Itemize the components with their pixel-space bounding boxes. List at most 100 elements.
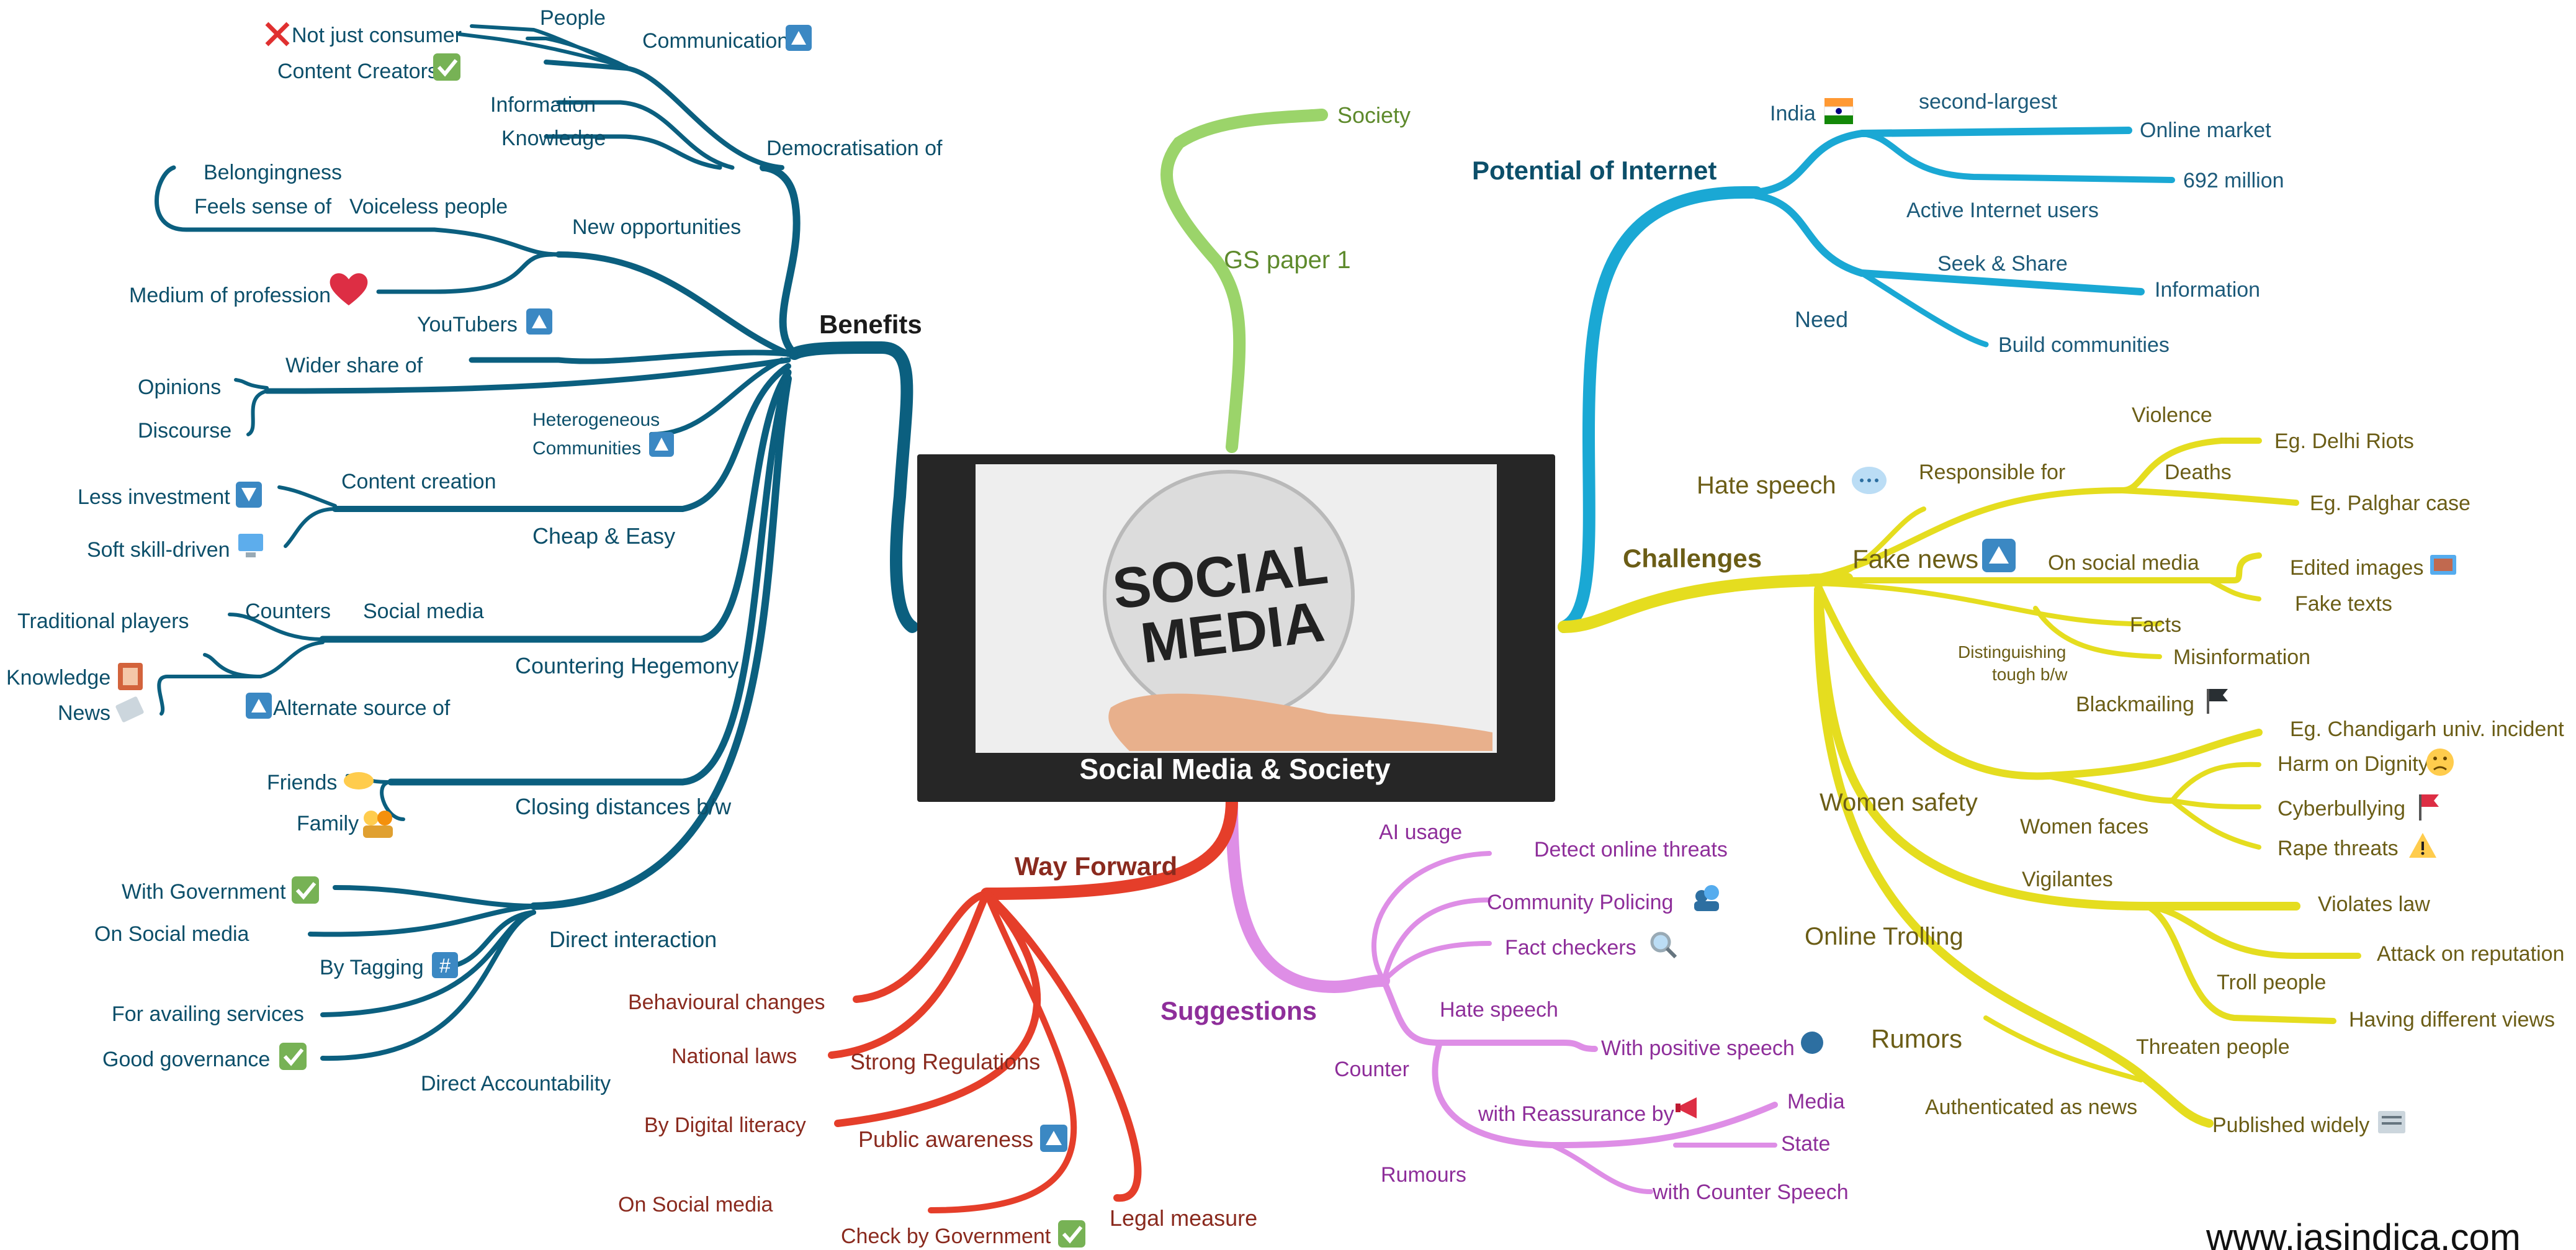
benefits-labels: Benefits Democratisation of People Not j… — [6, 6, 943, 1095]
picture-icon — [2430, 555, 2456, 575]
suggestions-labels: Suggestions AI usage Detect online threa… — [1160, 821, 1849, 1204]
palghar-label: Eg. Palghar case — [2310, 492, 2471, 515]
branch-lines — [155, 24, 2361, 1213]
countering-hegemony-label: Countering Hegemony — [515, 653, 738, 678]
up-arrow-icon — [246, 693, 272, 719]
rumors-label: Rumors — [1871, 1024, 1962, 1053]
blackmailing-label: Blackmailing — [2076, 693, 2194, 716]
public-awareness-label: Public awareness — [858, 1126, 1033, 1152]
information-label: Information — [490, 93, 596, 117]
up-arrow-icon — [786, 25, 812, 51]
check-government-label: Check by Government — [841, 1225, 1051, 1248]
fact-checkers-label: Fact checkers — [1505, 936, 1636, 960]
social-media-label: Social media — [363, 600, 484, 623]
check-icon — [292, 876, 319, 904]
content-creation-label: Content creation — [341, 470, 496, 493]
voiceless-label: Voiceless people — [349, 195, 508, 218]
communication-label: Communication — [642, 29, 789, 53]
suggestions-title: Suggestions — [1160, 996, 1317, 1025]
up-arrow-icon — [526, 308, 552, 335]
vigilantes-label: Vigilantes — [2022, 868, 2113, 891]
gs-labels: GS paper 1 Society — [1224, 102, 1411, 274]
rape-threats-label: Rape threats — [2278, 837, 2399, 860]
india-label: India — [1770, 102, 1816, 125]
democratisation-label: Democratisation of — [766, 137, 943, 160]
society-label: Society — [1337, 102, 1411, 128]
legal-measure-label: Legal measure — [1110, 1205, 1257, 1231]
on-social-media-label: On Social media — [94, 922, 249, 946]
computer-icon — [238, 534, 263, 557]
active-users-label: Active Internet users — [1906, 199, 2099, 222]
authenticated-label: Authenticated as news — [1925, 1095, 2137, 1119]
globe-graphic — [1105, 472, 1353, 720]
community-policing-label: Community Policing — [1487, 891, 1673, 914]
speech-bubble-icon — [1852, 467, 1887, 494]
on-social-media-label-ch: On social media — [2048, 551, 2199, 575]
soft-skill-label: Soft skill-driven — [87, 538, 230, 562]
challenges-icons — [1852, 467, 2456, 1133]
availing-services-label: For availing services — [112, 1002, 304, 1026]
medium-profession-label: Medium of profession — [129, 284, 331, 307]
india-flag-icon — [1824, 98, 1854, 124]
challenges-branch-lines — [1558, 438, 2361, 1128]
wider-share-label: Wider share of — [285, 354, 423, 377]
up-arrow-icon — [649, 432, 674, 457]
hash-icon: # — [432, 952, 458, 978]
svg-text:#: # — [439, 955, 451, 977]
on-social-media-label-wf: On Social media — [618, 1193, 773, 1216]
up-arrow-icon — [1040, 1125, 1067, 1152]
internet-branch-lines — [1558, 127, 2175, 633]
way-forward-branch-lines — [828, 794, 1238, 1213]
gs-paper-label: GS paper 1 — [1224, 246, 1351, 274]
family-label: Family — [297, 812, 359, 835]
threaten-people-label: Threaten people — [2136, 1035, 2290, 1059]
content-creators-label: Content Creators — [277, 60, 438, 83]
media-label: Media — [1787, 1090, 1845, 1113]
discourse-label: Discourse — [138, 419, 231, 443]
women-faces-label: Women faces — [2020, 815, 2148, 839]
counters-label: Counters — [245, 600, 331, 623]
youtubers-label: YouTubers — [417, 313, 518, 336]
center-title: Social Media & Society — [1079, 753, 1390, 785]
different-views-label: Having different views — [2349, 1008, 2555, 1032]
hate-speech-label-s: Hate speech — [1440, 998, 1558, 1022]
magnifier-icon — [1650, 932, 1677, 959]
hate-speech-label: Hate speech — [1697, 472, 1836, 499]
news-label: News — [58, 701, 110, 725]
watermark: www.iasindica.com — [2206, 1216, 2521, 1250]
megaphone-icon — [1676, 1097, 1697, 1118]
sad-face-icon — [2426, 749, 2454, 776]
center-node: SOCIAL MEDIA Social Media & Society — [917, 454, 1555, 802]
edited-images-label: Edited images — [2290, 556, 2423, 580]
belongingness-label: Belongingness — [204, 161, 342, 184]
benefits-icons: # — [115, 22, 812, 1070]
strong-regulations-label: Strong Regulations — [850, 1049, 1040, 1074]
suggestions-icons — [1650, 885, 1823, 1118]
speaking-head-icon — [1801, 1032, 1823, 1054]
heterogeneous-label: Heterogeneous — [532, 410, 660, 430]
harm-dignity-label: Harm on Dignity — [2278, 752, 2429, 776]
up-arrow-icon — [1982, 539, 2016, 572]
benefits-title: Benefits — [819, 310, 922, 339]
feels-sense-label: Feels sense of — [194, 195, 332, 218]
chandigarh-label: Eg. Chandigarh univ. incident — [2290, 717, 2564, 741]
way-forward-labels: Way Forward Behavioural changes National… — [618, 852, 1257, 1248]
information-label-net: Information — [2155, 278, 2260, 302]
build-communities-label: Build communities — [1998, 333, 2170, 357]
violence-label: Violence — [2132, 403, 2212, 427]
seek-share-label: Seek & Share — [1937, 252, 2068, 276]
fake-texts-label: Fake texts — [2295, 592, 2392, 616]
heart-icon — [330, 273, 368, 305]
book-icon — [118, 663, 143, 690]
fake-news-label: Fake news — [1852, 544, 1978, 573]
good-governance-label: Good governance — [102, 1048, 270, 1071]
friends-label: Friends — [267, 771, 337, 794]
red-flag-icon — [2419, 794, 2439, 821]
by-tagging-label: By Tagging — [320, 956, 424, 979]
less-investment-label: Less investment — [78, 485, 230, 509]
benefits-branch-lines — [155, 24, 918, 1061]
ai-usage-label: AI usage — [1379, 821, 1462, 844]
women-safety-label: Women safety — [1820, 789, 1978, 816]
traditional-label: Traditional players — [17, 609, 189, 633]
hand-graphic — [1108, 693, 1492, 751]
